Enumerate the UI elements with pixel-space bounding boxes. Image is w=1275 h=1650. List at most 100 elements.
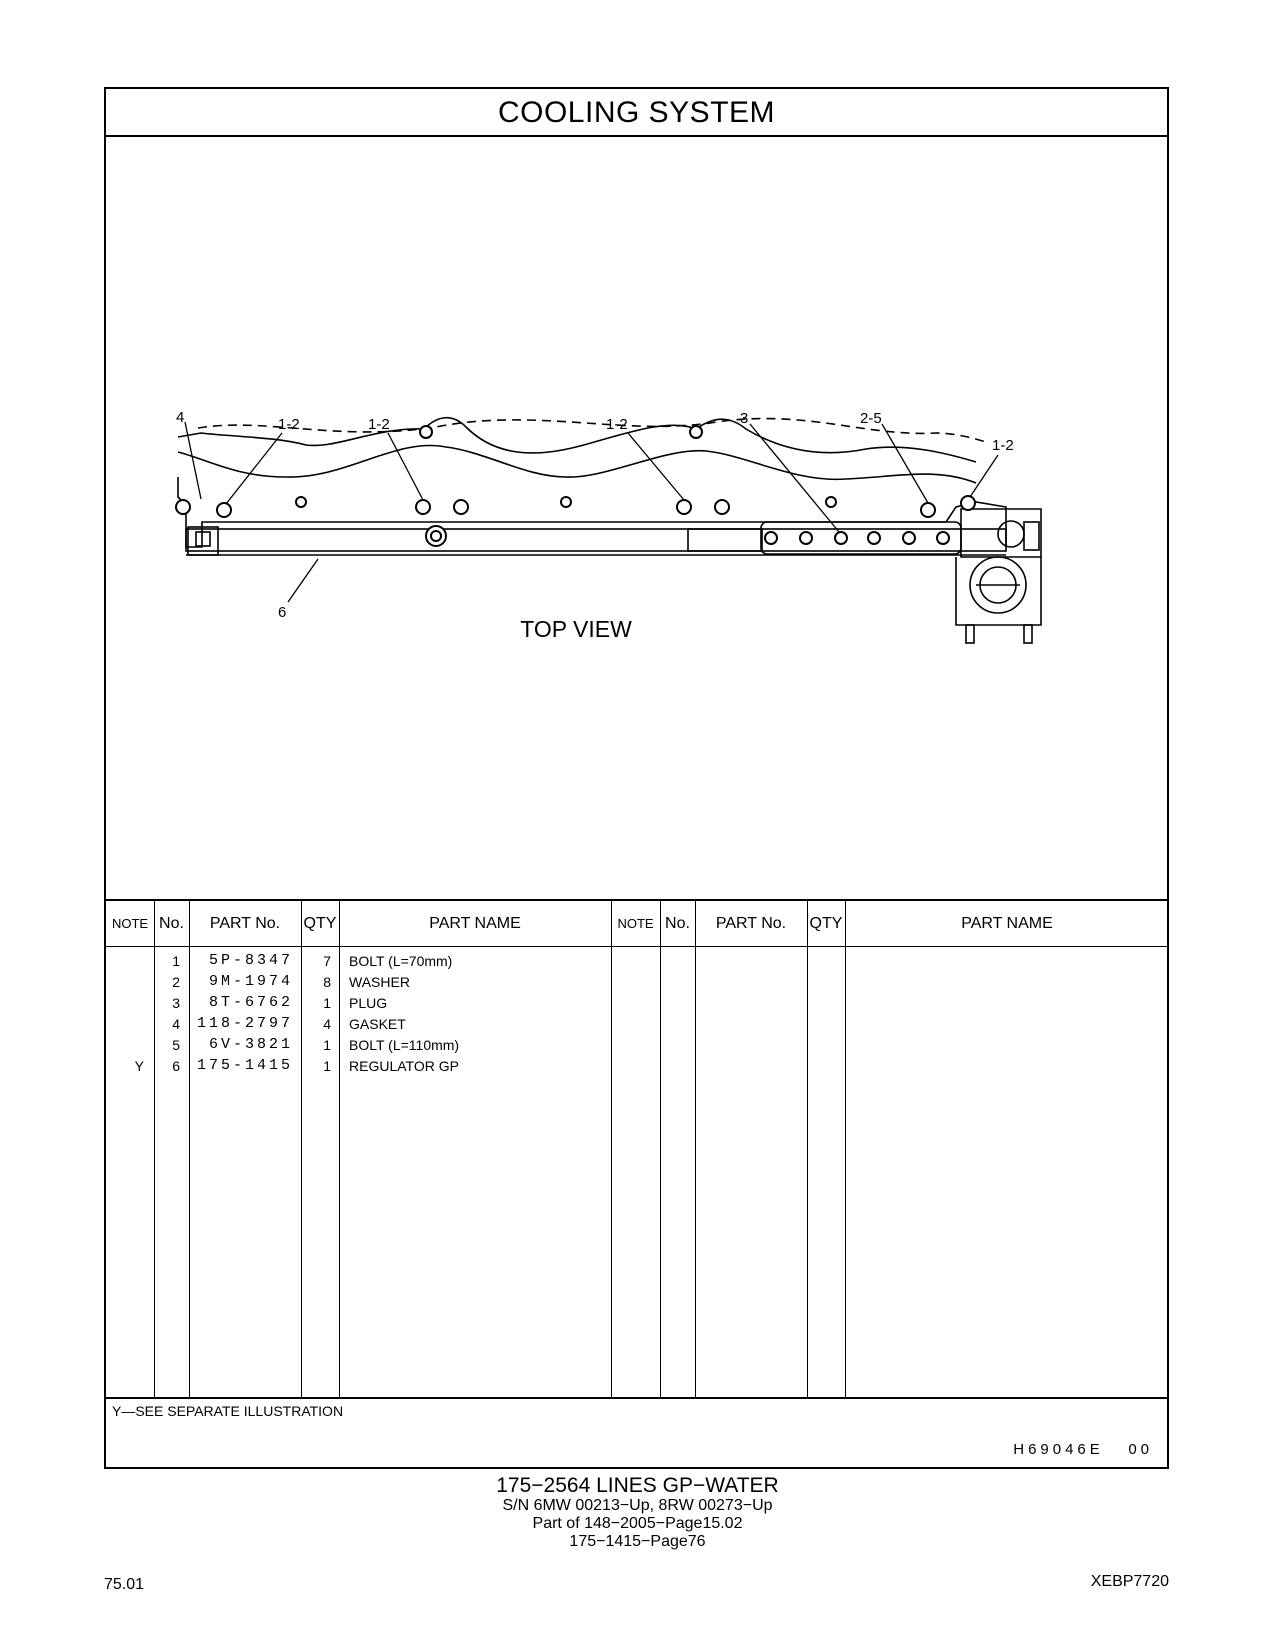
cover-bolt bbox=[295, 496, 307, 508]
part-number: 6V-3821 bbox=[208, 1036, 293, 1053]
page-number: 75.01 bbox=[104, 1576, 145, 1593]
group-title: 175−2564 LINES GP−WATER bbox=[496, 1474, 779, 1497]
leader-line bbox=[749, 423, 840, 533]
pipe-clamp-bolt-inner bbox=[430, 530, 442, 542]
plug bbox=[764, 531, 778, 545]
regulator-rail bbox=[760, 521, 962, 555]
water-pipe bbox=[185, 528, 1007, 552]
column-divider bbox=[154, 901, 155, 1397]
callout-label: 2-5 bbox=[860, 410, 882, 427]
quantity: 1 bbox=[323, 1058, 331, 1074]
part-name: PLUG bbox=[349, 995, 388, 1011]
plug bbox=[867, 531, 881, 545]
column-header: NOTE bbox=[617, 916, 654, 931]
item-number: 4 bbox=[172, 1016, 180, 1032]
column-divider bbox=[695, 901, 696, 1397]
regulator-housing bbox=[955, 557, 1042, 626]
top-view-drawing: 4 1-2 1-2 1-2 3 2-5 1-2 6 TOP VIEW bbox=[175, 409, 1042, 644]
item-number: 5 bbox=[172, 1037, 180, 1053]
part-name: BOLT (L=70mm) bbox=[349, 953, 453, 969]
part-name: GASKET bbox=[349, 1016, 406, 1032]
column-header: NOTE bbox=[111, 916, 149, 931]
leader-line bbox=[184, 421, 202, 500]
plug bbox=[799, 531, 813, 545]
regulator-stud-left bbox=[965, 624, 975, 644]
bolt-head bbox=[216, 502, 232, 518]
callout-label: 6 bbox=[278, 604, 286, 621]
illustration-revision: 00 bbox=[1128, 1441, 1153, 1458]
bolt-head bbox=[960, 495, 976, 511]
bolt-head bbox=[175, 499, 191, 515]
page-reference: 175−1415−Page76 bbox=[569, 1533, 706, 1550]
part-number: 8T-6762 bbox=[208, 994, 293, 1011]
regulator-stud-right bbox=[1023, 624, 1033, 644]
part-name: BOLT (L=110mm) bbox=[349, 1037, 460, 1053]
quantity: 1 bbox=[323, 1037, 331, 1053]
column-header: No. bbox=[159, 915, 184, 932]
manifold-lower-wave bbox=[177, 444, 977, 484]
cover-bolt bbox=[419, 425, 433, 439]
leader-line bbox=[881, 423, 929, 504]
plug bbox=[936, 531, 950, 545]
bolt-head bbox=[415, 499, 431, 515]
column-divider bbox=[611, 901, 612, 1397]
column-header: QTY bbox=[303, 915, 337, 932]
callout-label: 3 bbox=[740, 410, 748, 427]
part-number: 118-2797 bbox=[196, 1015, 293, 1032]
leader-line bbox=[225, 432, 283, 505]
column-divider bbox=[845, 901, 846, 1397]
illustration-number: H69046E bbox=[1013, 1441, 1104, 1458]
leader-line bbox=[969, 454, 999, 498]
quantity: 4 bbox=[323, 1016, 331, 1032]
column-divider bbox=[660, 901, 661, 1397]
callout-label: 1-2 bbox=[278, 416, 300, 433]
manifold-upper-edge bbox=[177, 417, 977, 463]
regulator-side-tab bbox=[1023, 521, 1040, 551]
page-title: COOLING SYSTEM bbox=[106, 89, 1167, 137]
plug bbox=[834, 531, 848, 545]
parts-table: NOTE No. PART No. QTY PART NAME NOTE No.… bbox=[106, 899, 1167, 1399]
leader-line bbox=[287, 558, 319, 603]
column-divider bbox=[301, 901, 302, 1397]
callout-label: 4 bbox=[176, 409, 184, 426]
document-id: XEBP7720 bbox=[1090, 1573, 1169, 1590]
regulator-top-port bbox=[997, 520, 1025, 548]
view-label: TOP VIEW bbox=[520, 616, 632, 642]
quantity: 8 bbox=[323, 974, 331, 990]
group-caption: 175−2564 LINES GP−WATER S/N 6MW 00213−Up… bbox=[0, 1475, 1275, 1551]
column-header: PART No. bbox=[209, 915, 281, 932]
parts-page-frame: COOLING SYSTEM bbox=[104, 87, 1169, 1469]
column-header: PART No. bbox=[715, 915, 787, 932]
part-number: 175-1415 bbox=[196, 1057, 293, 1074]
column-divider bbox=[339, 901, 340, 1397]
bolt-head bbox=[714, 499, 730, 515]
callout-label: 1-2 bbox=[606, 416, 628, 433]
column-divider bbox=[189, 901, 190, 1397]
part-number: 9M-1974 bbox=[208, 973, 293, 990]
serial-range: S/N 6MW 00213−Up, 8RW 00273−Up bbox=[502, 1497, 773, 1514]
item-number: 6 bbox=[172, 1058, 180, 1074]
column-header: QTY bbox=[809, 915, 843, 932]
cover-dashed-outline bbox=[197, 417, 987, 443]
item-number: 1 bbox=[172, 953, 180, 969]
bolt-head bbox=[920, 502, 936, 518]
part-name: WASHER bbox=[349, 974, 410, 990]
manifold-body-outline bbox=[177, 477, 1007, 548]
cover-bolt bbox=[560, 496, 572, 508]
regulator-housing-bore bbox=[969, 556, 1027, 614]
exploded-diagram: 4 1-2 1-2 1-2 3 2-5 1-2 6 TOP VIEW bbox=[106, 137, 1167, 899]
item-number: 3 bbox=[172, 995, 180, 1011]
callout-label: 1-2 bbox=[368, 416, 390, 433]
callout-label: 1-2 bbox=[992, 437, 1014, 454]
column-header: PART NAME bbox=[429, 915, 521, 932]
note-flag: Y bbox=[134, 1058, 144, 1074]
item-number: 2 bbox=[172, 974, 180, 990]
quantity: 7 bbox=[323, 953, 331, 969]
parent-reference: Part of 148−2005−Page15.02 bbox=[532, 1515, 743, 1532]
left-end-plug bbox=[195, 531, 211, 547]
bolt-head bbox=[676, 499, 692, 515]
table-header-rule bbox=[106, 946, 1167, 947]
pipe-joint bbox=[687, 528, 763, 552]
plug bbox=[902, 531, 916, 545]
left-end-fitting bbox=[187, 526, 219, 556]
